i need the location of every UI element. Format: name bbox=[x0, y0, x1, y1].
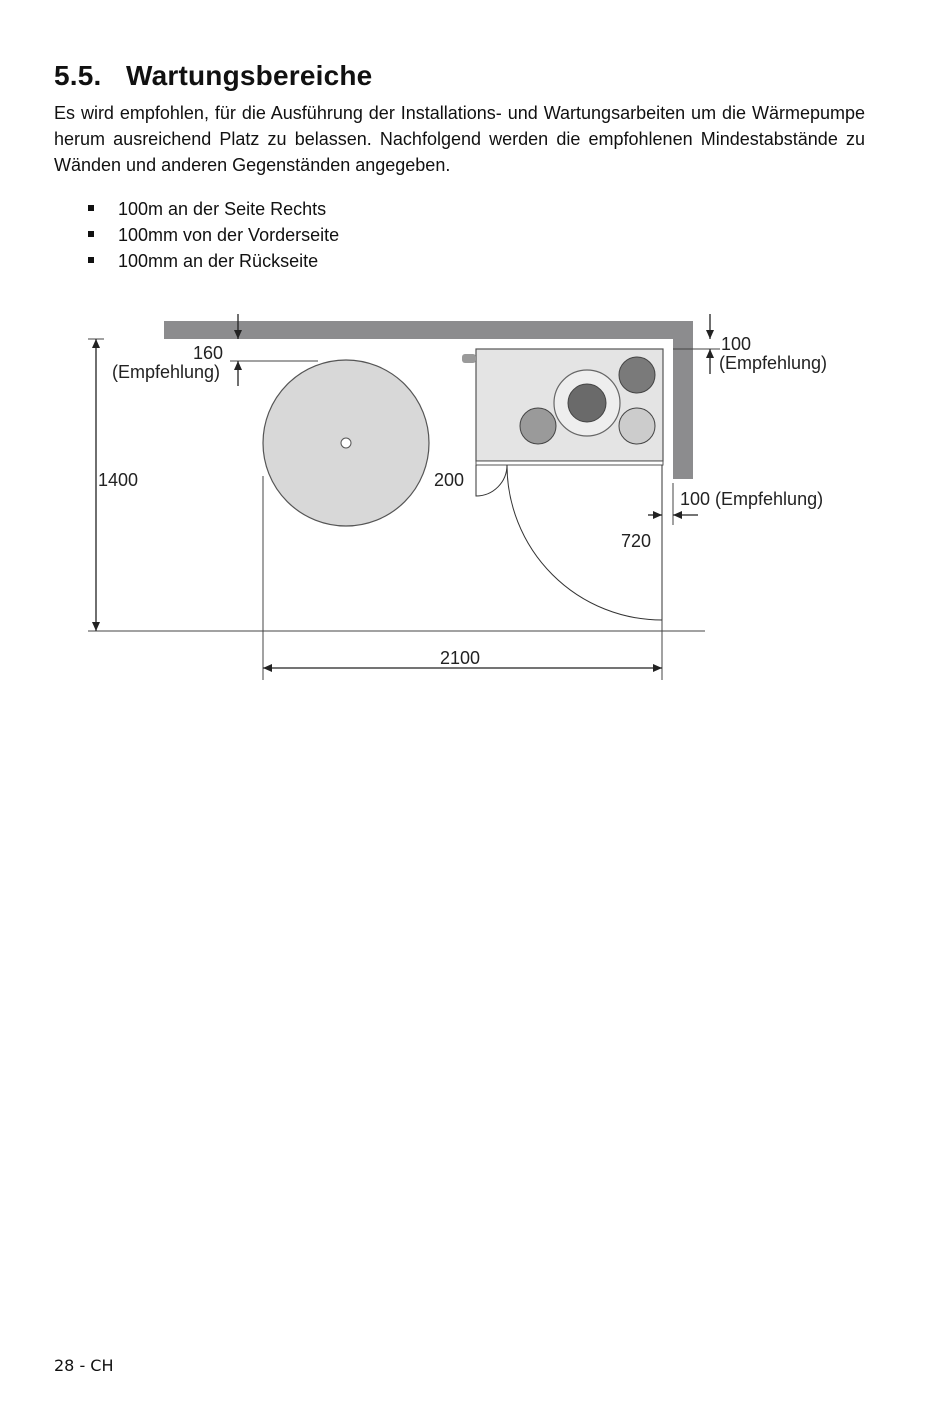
port-center-icon bbox=[567, 383, 607, 423]
section-heading: 5.5. Wartungsbereiche bbox=[54, 60, 372, 92]
list-item: 100mm an der Rückseite bbox=[86, 248, 339, 274]
rear-wall bbox=[164, 321, 693, 339]
port-left-icon bbox=[519, 407, 557, 445]
bullet-square-icon bbox=[88, 231, 94, 237]
side-wall bbox=[673, 321, 693, 479]
label-2100: 2100 bbox=[440, 648, 480, 668]
section-title: Wartungsbereiche bbox=[126, 60, 373, 91]
large-door-swing bbox=[506, 464, 663, 621]
section-number: 5.5. bbox=[54, 60, 102, 91]
list-item-text: 100mm von der Vorderseite bbox=[118, 225, 340, 245]
clearance-diagram: 160 (Empfehlung) 100 (Empfehlung) 1400 2… bbox=[88, 314, 827, 680]
label-160: 160 bbox=[193, 343, 223, 363]
page-footer: 28 - CH bbox=[54, 1356, 114, 1375]
bullet-square-icon bbox=[88, 257, 94, 263]
unit-base bbox=[475, 460, 664, 466]
tank-center-icon bbox=[340, 437, 352, 449]
intro-paragraph: Es wird empfohlen, für die Ausführung de… bbox=[54, 103, 865, 175]
label-100-top-note: (Empfehlung) bbox=[719, 353, 827, 373]
label-100-top: 100 bbox=[721, 334, 751, 354]
port-bottom-right-icon bbox=[618, 407, 656, 445]
port-top-right-icon bbox=[618, 356, 656, 394]
label-1400: 1400 bbox=[98, 470, 138, 490]
label-720: 720 bbox=[621, 531, 651, 551]
list-item: 100m an der Seite Rechts bbox=[86, 196, 339, 222]
unit-connector-icon bbox=[462, 354, 476, 363]
list-item-text: 100mm an der Rückseite bbox=[118, 251, 319, 271]
label-100-side: 100 (Empfehlung) bbox=[680, 489, 823, 509]
list-item: 100mm von der Vorderseite bbox=[86, 222, 339, 248]
list-item-text: 100m an der Seite Rechts bbox=[118, 199, 327, 219]
small-door-swing bbox=[475, 464, 508, 497]
bullet-square-icon bbox=[88, 205, 94, 211]
clearance-list: 100m an der Seite Rechts 100mm von der V… bbox=[86, 196, 339, 274]
label-160-note: (Empfehlung) bbox=[112, 362, 220, 382]
label-200: 200 bbox=[434, 470, 464, 490]
